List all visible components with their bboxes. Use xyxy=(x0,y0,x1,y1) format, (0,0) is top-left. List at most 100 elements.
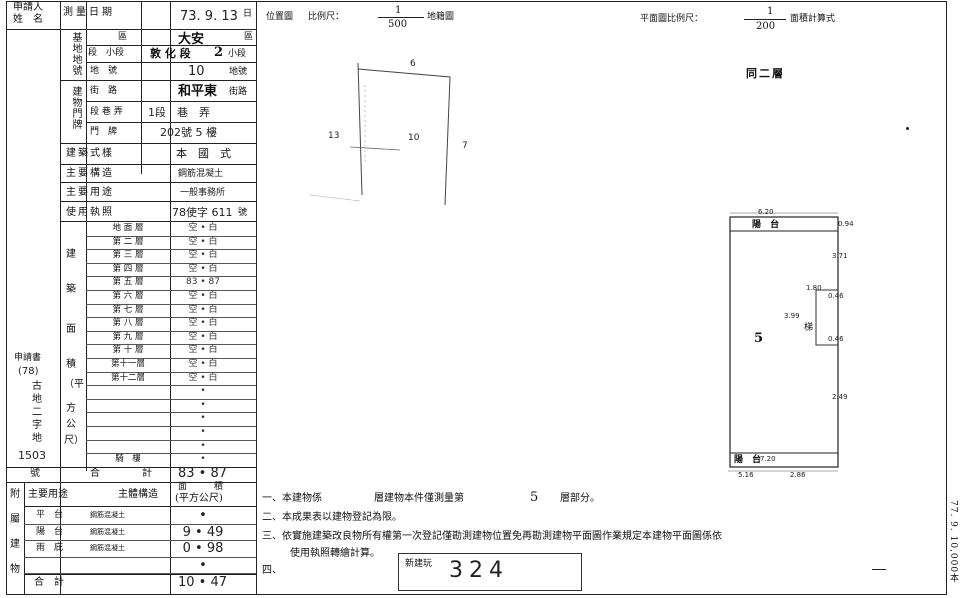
location-scale-den: 500 xyxy=(388,19,408,30)
floor-row-divider xyxy=(86,398,256,400)
floors-unit-char: 尺） xyxy=(64,435,84,446)
side-note-8: 1503 xyxy=(18,449,46,462)
dim-bottom-1: 7.20 xyxy=(760,455,776,463)
section-label: 段 小段 xyxy=(88,48,125,58)
registration-stamp-box: 新建玩 324 xyxy=(398,553,582,591)
floor-row-label: 第 四 層 xyxy=(112,263,144,274)
frame-right xyxy=(946,1,947,595)
street-value: 和平東 xyxy=(178,84,218,99)
annex-total-value: 10 • 47 xyxy=(178,575,228,590)
floor-row-divider xyxy=(86,426,256,427)
floor-row-label xyxy=(87,441,169,452)
section-small-suffix: 小段 xyxy=(228,49,247,59)
floor-row-label: 第 五 層 xyxy=(112,277,144,288)
lot-suffix: 地號 xyxy=(229,67,248,77)
lot-boundary xyxy=(309,194,361,202)
plan-scale-den: 200 xyxy=(756,21,776,32)
applicant-label-2: 姓 名 xyxy=(13,14,43,25)
floor-row-value: 空 • 白 xyxy=(188,223,218,233)
floor-row-label: 第 七 層 xyxy=(112,304,144,315)
floor-row-divider xyxy=(86,453,256,455)
district-label: 區 xyxy=(118,32,128,42)
plan-scale-label: 平面圖比例尺： xyxy=(640,14,704,24)
note-1-prefix: 一、本建物係 xyxy=(262,493,322,504)
floors-total-value: 83 • 87 xyxy=(178,466,228,481)
margin-print-note: 77. 9. 10,000本 xyxy=(948,500,958,584)
col-line-5 xyxy=(256,1,257,594)
floor-row-divider xyxy=(86,249,256,251)
balcony-top-label: 陽 台 xyxy=(752,220,783,230)
survey-date-value: 73. 9. 13 xyxy=(180,9,238,24)
lot-boundary xyxy=(357,68,451,205)
stamp-value: 324 xyxy=(449,558,509,583)
note-3a: 三、依實施建築改良物所有權第一次登記僅勘測建物位置免再勘測建物平面圖作業規定本建… xyxy=(262,531,722,542)
plan-title: 同二層 xyxy=(746,67,785,80)
floors-total-c: 計 xyxy=(142,468,152,479)
applicant-label-1: 申請人 xyxy=(13,2,43,13)
dim-bottom-3: 2.86 xyxy=(790,471,806,479)
annex-row-use: 雨 庇 xyxy=(36,543,64,553)
floor-row-divider xyxy=(86,276,256,278)
annex-row-struct: 鋼筋混凝土 xyxy=(90,511,125,519)
stair-notch xyxy=(815,289,838,346)
floors-total-b: 合 xyxy=(90,468,100,479)
col-line-4 xyxy=(170,1,171,594)
ink-dot xyxy=(906,127,909,130)
floor-row-label: 地 面 層 xyxy=(112,223,144,233)
dim-mid-3: 0.46 xyxy=(828,292,844,300)
floor-row-label: 第 十 層 xyxy=(112,345,144,356)
floor-row-divider xyxy=(86,235,256,237)
annex-row-divider xyxy=(24,556,256,558)
location-scale-label: 比例尺： xyxy=(308,12,345,22)
floors-unit-char: 方 xyxy=(66,403,76,414)
floor-row-label xyxy=(87,427,169,438)
lot-left-number: 13 xyxy=(328,131,340,141)
note-1-suffix: 層部分。 xyxy=(560,493,600,504)
floor-row-label: 第 六 層 xyxy=(112,291,144,301)
annex-group-char: 附 xyxy=(10,489,20,500)
style-value: 本 國 式 xyxy=(176,147,231,160)
annex-area-header-2: (平方公尺) xyxy=(175,493,223,504)
location-map-sketch xyxy=(309,62,451,205)
floor-row-value: 空 • 白 xyxy=(188,236,218,247)
note-1-floor: 5 xyxy=(530,490,539,505)
floor-row-value: • xyxy=(200,386,206,397)
floor-plan-drawing xyxy=(728,212,839,472)
col-line-1 xyxy=(60,1,61,594)
side-note-4: 地 xyxy=(32,394,42,405)
side-note-1: 申請書 xyxy=(14,353,42,363)
floor-row-value: • xyxy=(200,413,206,424)
permit-suffix: 號 xyxy=(238,208,248,218)
floor-row-divider xyxy=(86,303,256,305)
lane-label: 段 巷 弄 xyxy=(90,107,123,117)
annex-row-value: • xyxy=(199,557,207,573)
unit-number: 5 xyxy=(754,331,764,346)
section-small-value: 2 xyxy=(214,45,224,60)
dim-side-2: 2.49 xyxy=(832,393,848,401)
lot-value: 10 xyxy=(188,64,205,79)
annex-row-struct: 鋼筋混凝土 xyxy=(90,544,125,552)
floor-row-divider xyxy=(86,385,256,387)
dim-side-1: 3.71 xyxy=(832,252,848,260)
number-label: 門 牌 xyxy=(90,127,118,137)
annex-row-value: • xyxy=(199,508,207,523)
permit-value: 78使字 611 xyxy=(172,206,233,219)
floor-row-value: 空 • 白 xyxy=(188,372,218,383)
floor-row-label: 第 二 層 xyxy=(112,236,144,247)
annex-area-header-1: 面 積 xyxy=(178,482,224,492)
street-suffix: 街路 xyxy=(229,87,248,97)
lot-center-number: 10 xyxy=(408,133,420,143)
side-note-7: 地 xyxy=(32,433,42,444)
location-scale-suffix: 地籍圖 xyxy=(427,12,455,22)
floors-unit-char: 公 xyxy=(66,419,76,430)
floor-row-label xyxy=(87,413,169,424)
annex-row-use: 陽 台 xyxy=(36,526,64,537)
unit-outline xyxy=(729,216,839,468)
floor-row-label: 第 八 層 xyxy=(112,318,144,329)
floor-row-label: 第 九 層 xyxy=(112,331,144,342)
structure-value: 鋼筋混凝土 xyxy=(178,169,224,179)
lane-value: 1段 巷 弄 xyxy=(148,106,210,119)
floor-row-value: • xyxy=(200,399,206,410)
use-value: 一般事務所 xyxy=(180,188,226,198)
plan-scale-suffix: 面積計算式 xyxy=(790,14,836,24)
